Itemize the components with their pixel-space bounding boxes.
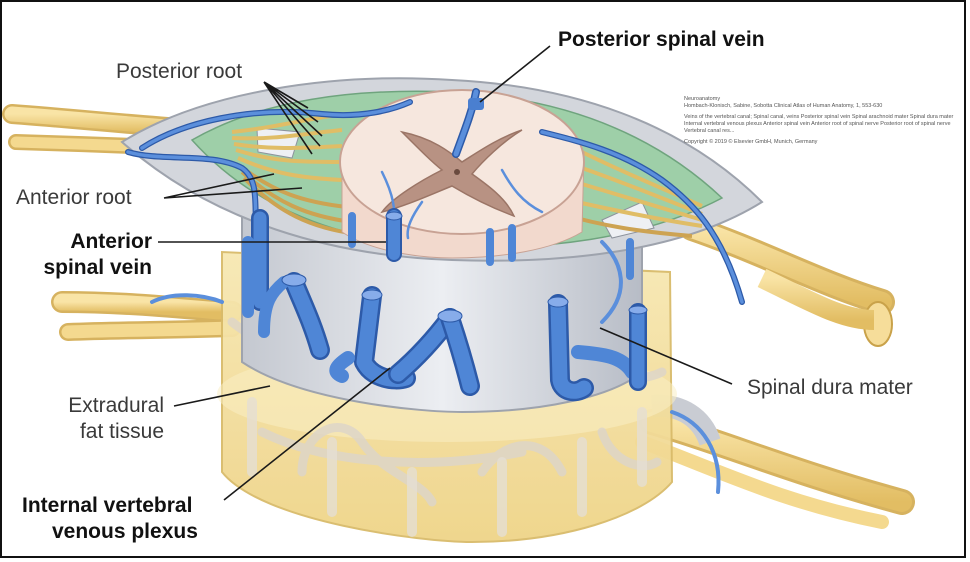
label-anterior-spinal-vein-line2: spinal vein [43, 256, 152, 279]
label-extradural-fat-line2: fat tissue [79, 420, 164, 443]
leader-extradural-fat [173, 385, 271, 407]
nerve-right-lower [635, 394, 915, 529]
veins [125, 88, 745, 494]
label-internal-plexus-line1: Internal vertebral [22, 494, 193, 517]
source-credit: Neuroanatomy Hombach-Klonisch, Sabine, S… [684, 96, 954, 146]
label-posterior-spinal-vein: Posterior spinal vein [558, 28, 765, 51]
leader-posterior-spinal-vein [479, 45, 551, 103]
label-internal-plexus-line2: venous plexus [52, 520, 198, 543]
credit-line-2: Hombach-Klonisch, Sabine, Sobotta Clinic… [684, 103, 883, 109]
label-anterior-spinal-vein-line1: Anterior [70, 230, 152, 253]
leader-posterior-root [263, 81, 323, 155]
credit-line-4: Copyright © 2019 © Elsevier GmbH, Munich… [684, 139, 818, 145]
nerve-left-lower [51, 291, 243, 341]
leader-internal-plexus [223, 367, 391, 501]
leader-anterior-root [163, 173, 303, 199]
credit-line-1: Neuroanatomy [684, 96, 721, 102]
leader-lines [158, 45, 733, 501]
label-extradural-fat-line1: Extradural [68, 394, 164, 417]
credit-line-3: Veins of the vertebral canal; Spinal can… [684, 114, 954, 134]
grey-matter-butterfly [380, 129, 523, 218]
spinal-cord [339, 89, 585, 259]
leader-spinal-dura-mater [599, 327, 733, 385]
label-posterior-root: Posterior root [116, 60, 243, 83]
label-spinal-dura-mater: Spinal dura mater [747, 376, 913, 399]
label-anterior-root: Anterior root [16, 186, 132, 209]
